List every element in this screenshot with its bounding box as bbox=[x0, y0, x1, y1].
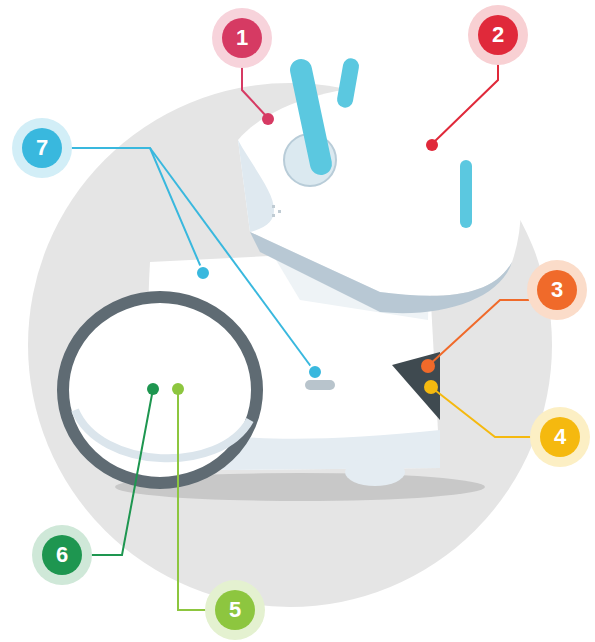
leader-line bbox=[432, 55, 498, 144]
speaker-dot bbox=[272, 205, 275, 208]
callout-number: 2 bbox=[478, 15, 518, 55]
callout-halo bbox=[32, 525, 92, 585]
leader-dot bbox=[196, 266, 210, 280]
callout-circle bbox=[42, 535, 82, 575]
leader-dot bbox=[426, 139, 438, 151]
head-underside bbox=[250, 232, 512, 313]
callout-circle bbox=[22, 128, 62, 168]
leader-dot bbox=[172, 383, 184, 395]
leader-line bbox=[82, 389, 153, 555]
leader-dot bbox=[424, 380, 438, 394]
leader-dot bbox=[262, 113, 274, 125]
leader-line bbox=[150, 148, 315, 372]
antenna bbox=[288, 57, 334, 177]
leader-dot bbox=[308, 365, 322, 379]
callout-halo bbox=[212, 8, 272, 68]
leader-line bbox=[178, 389, 255, 610]
callout-circle bbox=[537, 270, 577, 310]
callout-number: 6 bbox=[42, 535, 82, 575]
leader-line bbox=[428, 300, 537, 366]
callout-halo bbox=[530, 407, 590, 467]
wheel bbox=[63, 297, 257, 483]
caster bbox=[345, 458, 405, 486]
head-light bbox=[460, 160, 472, 228]
callout-number: 4 bbox=[540, 417, 580, 457]
callout-number: 1 bbox=[222, 18, 262, 58]
callout-halo bbox=[468, 5, 528, 65]
callout-circle bbox=[222, 18, 262, 58]
callout-halo bbox=[527, 260, 587, 320]
speaker-dot bbox=[272, 214, 275, 217]
robot-head bbox=[238, 85, 521, 296]
callout-circle bbox=[215, 590, 255, 630]
speaker-dot bbox=[278, 210, 281, 213]
callout-halo bbox=[205, 580, 265, 640]
antenna bbox=[336, 57, 360, 109]
front-sensor bbox=[392, 352, 440, 420]
wheel-shade bbox=[75, 410, 250, 458]
face-shade bbox=[238, 140, 274, 232]
body-button bbox=[305, 380, 335, 390]
leader-dot bbox=[421, 359, 435, 373]
callout-circle bbox=[540, 417, 580, 457]
callout-number: 7 bbox=[22, 128, 62, 168]
background-circle bbox=[28, 83, 552, 607]
callout-halo bbox=[12, 118, 72, 178]
leader-line bbox=[431, 387, 540, 437]
leader-line bbox=[62, 148, 203, 272]
callout-number: 3 bbox=[537, 270, 577, 310]
callout-number: 5 bbox=[215, 590, 255, 630]
leader-dot bbox=[147, 383, 159, 395]
callout-circle bbox=[478, 15, 518, 55]
